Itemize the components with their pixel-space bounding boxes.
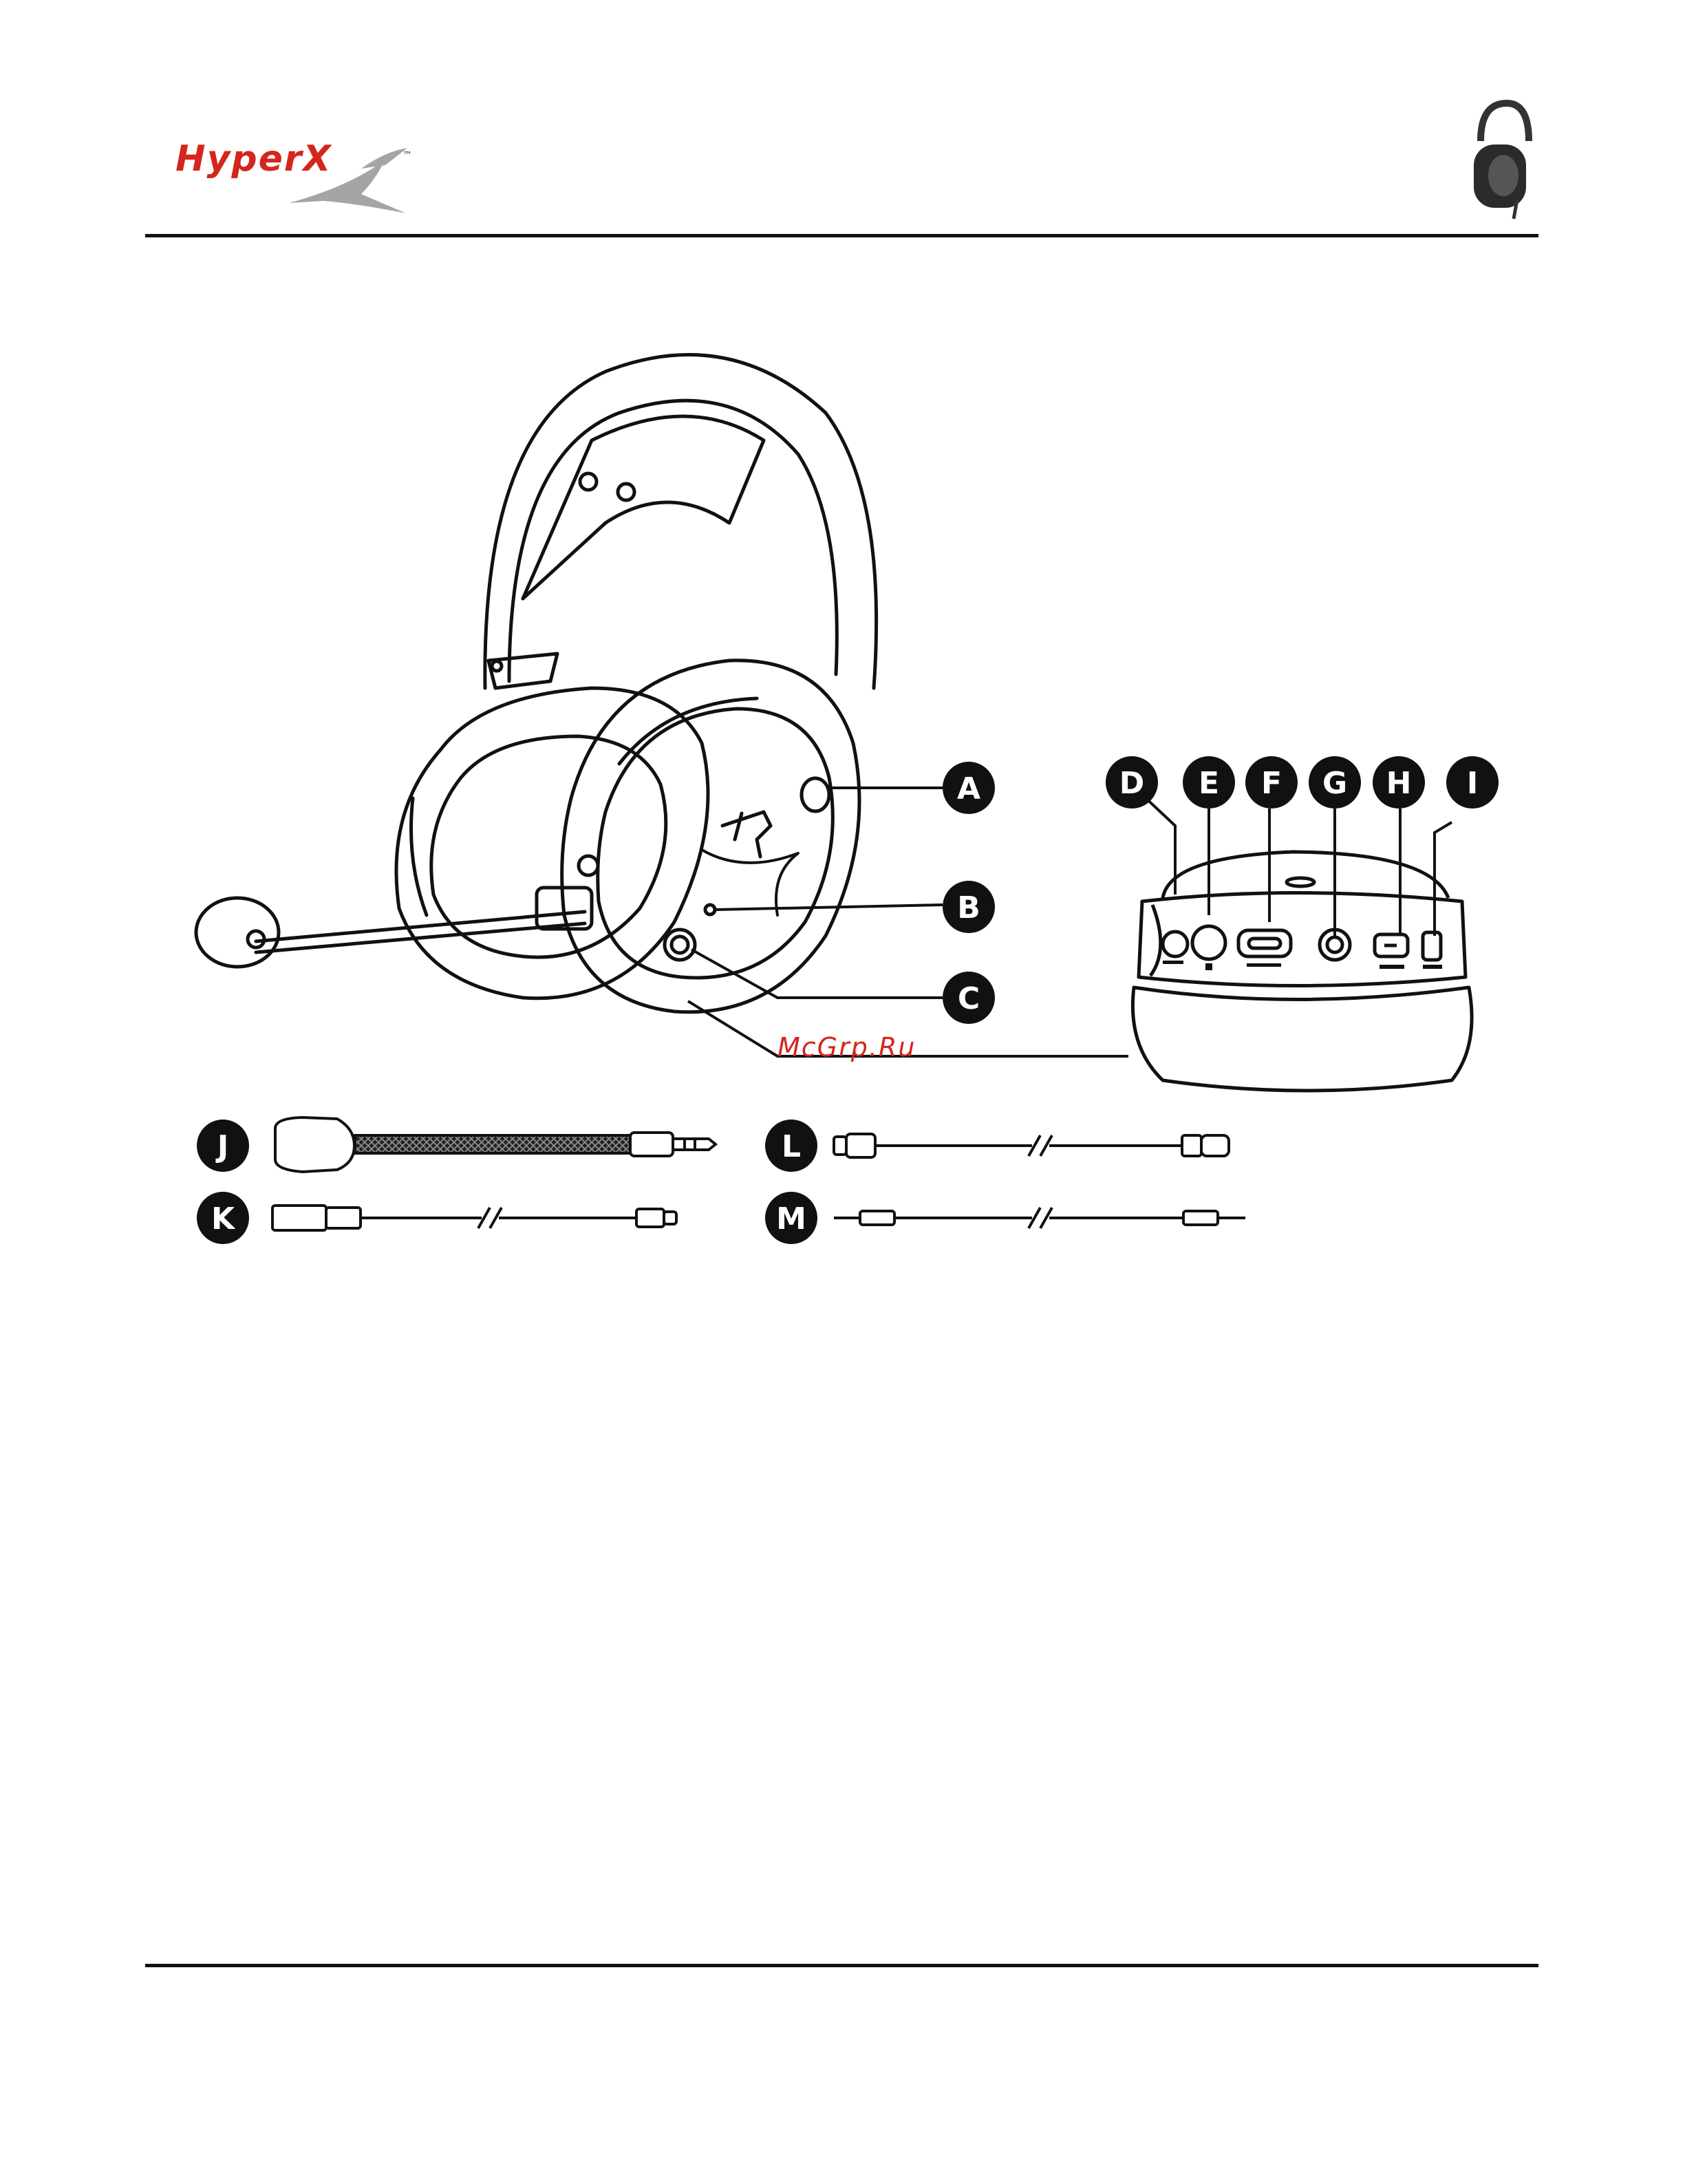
svg-text:A: A [957,771,980,806]
svg-text:G: G [1322,766,1347,801]
accessory-m: M [765,1192,1245,1244]
svg-text:K: K [211,1201,236,1236]
svg-text:H: H [1386,766,1412,801]
hyperx-logo: HyperX ™ [175,138,412,213]
badge-g: G [1309,756,1361,809]
surround-icon [1163,961,1183,964]
accessory-k: K [197,1192,676,1244]
badge-i: I [1446,756,1499,809]
badge-a: A [943,762,995,814]
svg-text:D: D [1119,766,1145,801]
badge-h: H [1373,756,1425,809]
accessory-j: J [197,1117,716,1172]
callout-line-i [1435,822,1452,936]
earcup-detail [1133,852,1472,1091]
svg-text:L: L [782,1129,801,1164]
usb-a-cable [272,1206,676,1230]
callout-lines [688,788,1452,1056]
detachable-mic [275,1117,716,1172]
badge-e: E [1183,756,1235,809]
usb-c-cable [834,1134,1229,1157]
svg-text:J: J [215,1129,228,1164]
headset-illustration [196,355,877,1012]
svg-text:B: B [957,890,980,925]
accessory-l: L [765,1120,1229,1172]
headset-thumbnail-icon [1474,103,1529,219]
audio-35mm-cable [834,1208,1245,1228]
headphone-volume-icon [1423,965,1442,969]
badge-c: C [943,972,995,1024]
svg-text:E: E [1199,766,1219,801]
usb-icon [1247,963,1281,967]
svg-text:I: I [1467,766,1478,801]
mic-volume-icon [1380,965,1404,969]
watermark-text: McGrp.Ru [777,1032,916,1062]
badge-f: F [1245,756,1298,809]
logo-wordmark: HyperX [175,138,333,180]
svg-text:F: F [1261,766,1282,801]
mic-port-icon [1205,963,1212,970]
badge-b: B [943,881,995,933]
callout-line-d [1142,795,1175,895]
logo-swoosh-upper [361,148,407,169]
badge-d: D [1106,756,1158,809]
footer-rule [145,1964,1538,1967]
logo-trademark: ™ [403,150,412,161]
svg-text:C: C [958,981,980,1016]
earcup-port-icons [1163,961,1442,970]
svg-text:M: M [776,1201,806,1236]
callout-line-b [716,905,943,910]
header-rule [145,234,1538,237]
